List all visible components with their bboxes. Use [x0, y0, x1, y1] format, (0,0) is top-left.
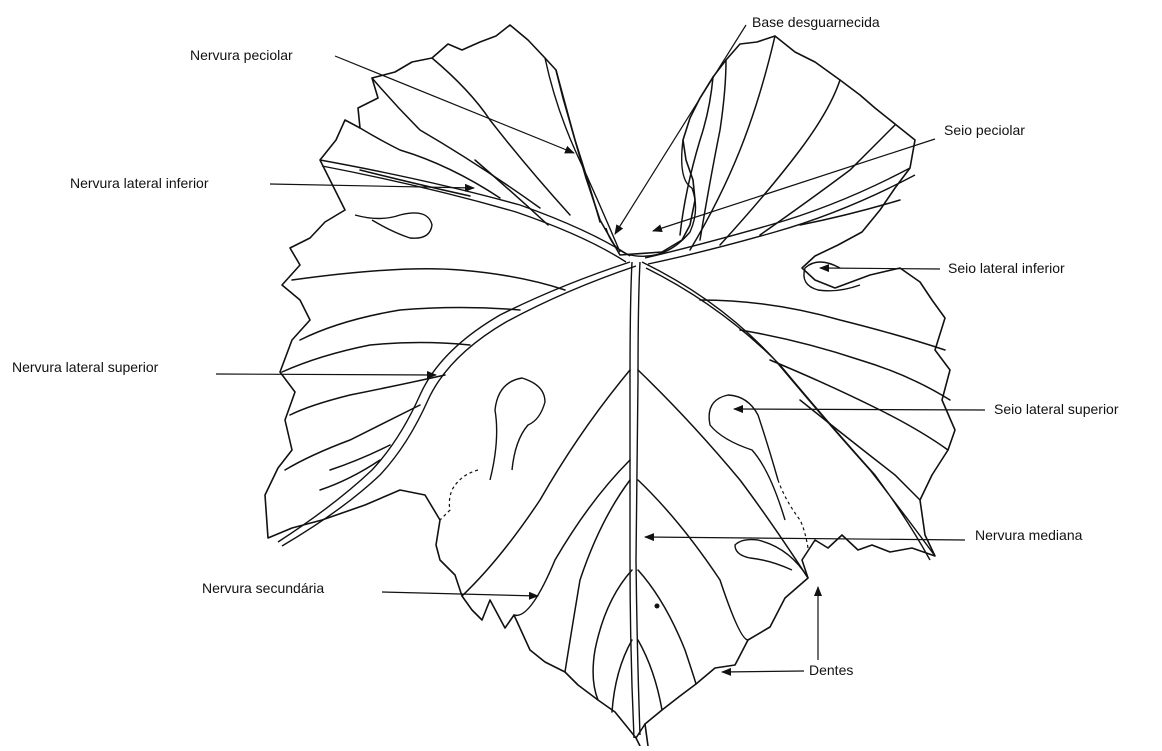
lower-left-lateral-vein: [320, 160, 630, 262]
annotation-nervura-secundaria: Nervura secundária: [202, 580, 538, 596]
leader-seio-lateral-inferior: [820, 268, 940, 269]
leader-nervura-peciolar: [335, 56, 574, 153]
leader-seio-lateral-superior: [734, 409, 985, 410]
label-seio-lateral-inferior: Seio lateral inferior: [948, 260, 1065, 276]
secondary-veins: [282, 36, 950, 712]
left-upper-sinus-dashed: [440, 470, 478, 520]
leaf-spot: [655, 604, 660, 609]
left-upper-sinus: [490, 378, 545, 480]
label-seio-peciolar: Seio peciolar: [944, 122, 1025, 138]
leaf-outline: [265, 25, 955, 738]
upper-right-lateral-vein: [642, 262, 935, 560]
label-nervura-mediana: Nervura mediana: [975, 527, 1083, 543]
label-nervura-peciolar: Nervura peciolar: [190, 47, 293, 63]
median-vein: [630, 262, 640, 738]
label-nervura-secundaria: Nervura secundária: [202, 580, 324, 596]
label-nervura-lateral-inferior: Nervura lateral inferior: [70, 175, 209, 191]
annotation-seio-lateral-superior: Seio lateral superior: [734, 401, 1119, 417]
leader-nervura-secundaria: [382, 592, 538, 596]
annotation-dentes: Dentes: [722, 587, 853, 678]
leader-dentes-left: [722, 671, 804, 672]
annotation-seio-lateral-inferior: Seio lateral inferior: [820, 260, 1065, 276]
annotation-seio-peciolar: Seio peciolar: [653, 122, 1025, 231]
annotation-nervura-lateral-superior: Nervura lateral superior: [12, 359, 436, 375]
label-nervura-lateral-superior: Nervura lateral superior: [12, 359, 159, 375]
annotation-nervura-mediana: Nervura mediana: [645, 527, 1083, 543]
label-base-desguarnecida: Base desguarnecida: [752, 14, 880, 30]
left-lower-sinus: [355, 213, 432, 238]
right-tooth-sinus: [735, 540, 808, 578]
leader-base-desguarnecida: [615, 25, 746, 234]
petiolar-vein: [545, 58, 620, 252]
annotation-nervura-peciolar: Nervura peciolar: [190, 47, 574, 153]
leader-nervura-lateral-superior: [216, 374, 436, 375]
label-dentes: Dentes: [809, 662, 853, 678]
upper-left-lateral-vein: [278, 262, 636, 546]
label-seio-lateral-superior: Seio lateral superior: [994, 401, 1119, 417]
